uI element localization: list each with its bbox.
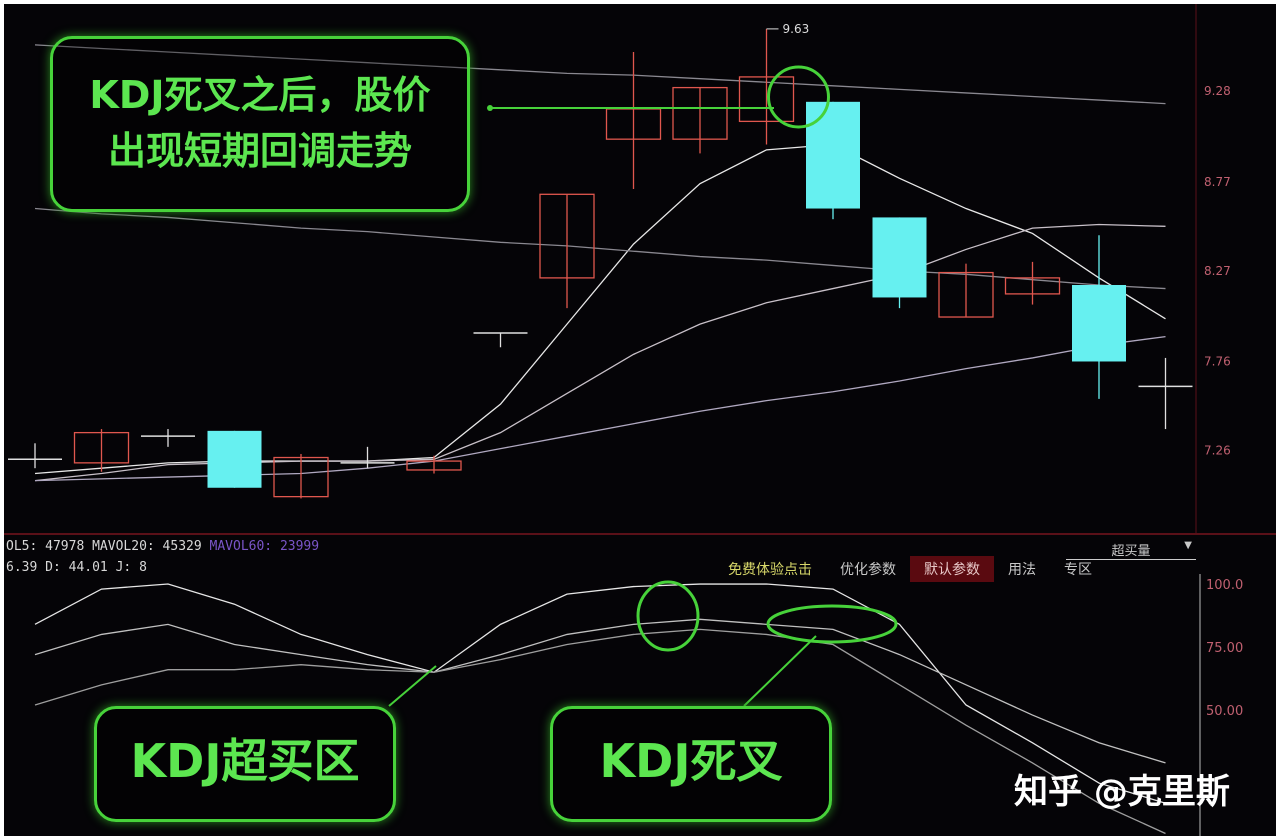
j-line	[34, 628, 1166, 835]
deadcross-circle	[767, 65, 830, 129]
candle-body-up	[938, 271, 994, 318]
tab-zone[interactable]: 专区	[1064, 562, 1092, 578]
watermark: 知乎 @克里斯	[1014, 772, 1230, 812]
kdj-info: 6.39 D: 44.01 J: 8	[6, 560, 147, 575]
indicator-dropdown[interactable]: 超买量 ▼	[1066, 540, 1196, 560]
overbought-pointer	[388, 665, 437, 707]
price-tick-label: 9.28	[1204, 84, 1231, 98]
candle-body-down	[207, 430, 262, 488]
long-line	[34, 44, 1166, 105]
indicator-tabs: 免费体验点击 优化参数 默认参数 用法 专区	[714, 556, 1106, 582]
chart-svg: 9.28 8.77 8.27 7.76 7.26 9.63 100.0 75.00 50.00	[4, 4, 1276, 836]
tab-usage[interactable]: 用法	[1008, 562, 1036, 578]
volume-info: OL5: 47978 MAVOL20: 45329 MAVOL60: 23999	[6, 539, 319, 554]
k-value: 6.39	[6, 560, 38, 575]
candle-body-up	[406, 460, 462, 471]
overbought-circle	[636, 580, 700, 652]
k-line	[34, 583, 1166, 804]
price-tick-label: 8.77	[1204, 175, 1231, 189]
candle-body-up	[1004, 277, 1061, 295]
price-tick-label: 8.27	[1204, 264, 1231, 278]
candle-body-down	[1072, 285, 1126, 362]
chevron-down-icon: ▼	[1184, 540, 1192, 551]
kdj-tick-label: 100.0	[1206, 578, 1243, 593]
annotation-deadcross-pullback: KDJ死叉之后，股价 出现短期回调走势	[50, 36, 470, 212]
high-price-label: 9.63	[783, 22, 810, 36]
candle-body-up	[539, 193, 595, 279]
mavol20-value: MAVOL20: 45329	[92, 539, 202, 554]
annotation-kdj-deadcross: KDJ死叉	[550, 706, 832, 822]
candle-body-down	[872, 217, 927, 298]
j-value: J: 8	[115, 560, 147, 575]
candle-body-up	[672, 86, 728, 140]
candle-body-up	[273, 456, 329, 498]
annotation-overbought: KDJ超买区	[94, 706, 396, 822]
candle-body-up	[738, 76, 795, 123]
tab-free-trial[interactable]: 免费体验点击	[728, 562, 812, 578]
price-tick-label: 7.76	[1204, 354, 1231, 368]
kdj-tick-label: 50.00	[1206, 704, 1243, 719]
candle-body-up	[73, 431, 130, 464]
ma20-line	[34, 335, 1166, 482]
annotation-line-2: 出现短期回调走势	[107, 129, 412, 173]
dropdown-value: 超买量	[1111, 544, 1151, 559]
kdj-tick-label: 75.00	[1206, 641, 1243, 656]
tab-optimize-params[interactable]: 优化参数	[840, 562, 896, 578]
vol-value: OL5: 47978	[6, 539, 85, 554]
long-line	[34, 207, 1166, 290]
deadcross-pointer	[743, 635, 817, 707]
kdj-deadcross-circle	[766, 604, 898, 644]
d-value: D: 44.01	[45, 560, 108, 575]
candle-body-down	[806, 101, 860, 209]
pointer-dot	[487, 105, 493, 111]
d-line	[34, 618, 1166, 764]
annotation-line-1: KDJ死叉之后，股价	[89, 73, 431, 117]
mavol60-value: MAVOL60: 23999	[209, 539, 320, 554]
tab-default-params[interactable]: 默认参数	[910, 556, 994, 582]
ma10-line	[34, 223, 1166, 482]
price-tick-label: 7.26	[1204, 443, 1231, 457]
